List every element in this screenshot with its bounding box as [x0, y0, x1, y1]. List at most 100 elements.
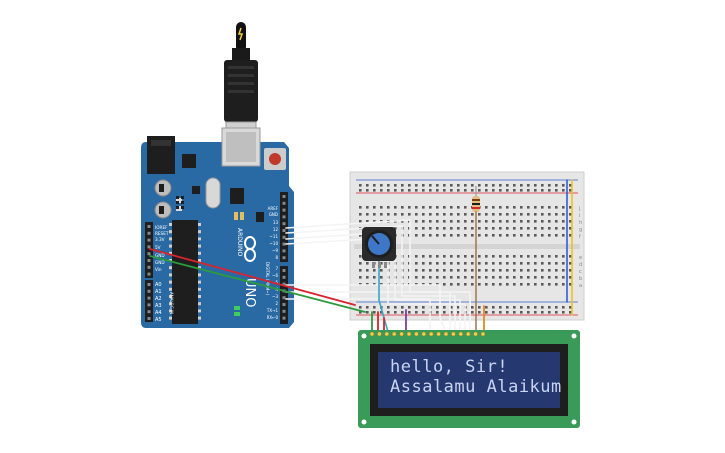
hole	[569, 206, 572, 209]
hole	[562, 306, 565, 309]
lcd-module	[358, 330, 580, 428]
hole	[499, 220, 502, 223]
hole	[373, 184, 376, 187]
hole	[555, 184, 558, 187]
hole	[387, 311, 390, 314]
hole	[443, 262, 446, 265]
hole	[555, 206, 558, 209]
hole	[520, 189, 523, 192]
hole	[457, 213, 460, 216]
hole	[436, 213, 439, 216]
power-pin-labels: IOREF RESET 3.3V 5V GND GND Vin	[155, 225, 169, 272]
hole	[478, 269, 481, 272]
hole	[555, 311, 558, 314]
hole	[415, 255, 418, 258]
digital-header-label: DIGITAL (PWM~)	[265, 262, 270, 296]
hole	[569, 269, 572, 272]
hole	[436, 189, 439, 192]
hole	[429, 213, 432, 216]
hole	[548, 262, 551, 265]
hole	[492, 234, 495, 237]
hole	[471, 184, 474, 187]
hole	[359, 269, 362, 272]
hole	[401, 311, 404, 314]
hole	[520, 184, 523, 187]
hole	[359, 306, 362, 309]
hole	[541, 269, 544, 272]
hole	[443, 255, 446, 258]
hole	[485, 213, 488, 216]
hole	[506, 234, 509, 237]
hole	[534, 189, 537, 192]
row-letter: g	[579, 227, 582, 233]
hole	[513, 276, 516, 279]
hole	[457, 220, 460, 223]
hole	[464, 227, 467, 230]
hole	[387, 306, 390, 309]
lcd-line-2: Assalamu Alaikum	[390, 377, 562, 397]
hole	[359, 189, 362, 192]
hole	[499, 262, 502, 265]
hole	[415, 234, 418, 237]
power-header	[145, 222, 153, 278]
hole	[471, 227, 474, 230]
hole	[541, 311, 544, 314]
hole	[555, 227, 558, 230]
hole	[569, 234, 572, 237]
hole	[520, 255, 523, 258]
hole	[422, 269, 425, 272]
hole	[534, 227, 537, 230]
potentiometer[interactable]	[362, 227, 396, 268]
pin-label: GND	[155, 253, 165, 258]
hole	[555, 262, 558, 265]
hole	[534, 262, 537, 265]
pin-label: ~3	[272, 294, 278, 299]
hole	[485, 220, 488, 223]
hole	[527, 255, 530, 258]
hole	[471, 276, 474, 279]
atmega-chip	[172, 220, 198, 324]
pin-label: RX←0	[267, 315, 279, 320]
hole	[555, 276, 558, 279]
hole	[471, 234, 474, 237]
hole	[457, 311, 460, 314]
hole	[422, 311, 425, 314]
pin-label: TX→1	[266, 308, 279, 313]
hole	[380, 206, 383, 209]
hole	[408, 213, 411, 216]
hole	[513, 184, 516, 187]
hole	[513, 234, 516, 237]
hole	[415, 189, 418, 192]
hole	[422, 189, 425, 192]
arduino-uno-board: ARDUINO UNO DIGITAL (PWM~) ANALOG IN IOR…	[141, 127, 294, 328]
hole	[520, 262, 523, 265]
hole	[415, 227, 418, 230]
hole	[527, 276, 530, 279]
hole	[527, 269, 530, 272]
hole	[513, 220, 516, 223]
hole	[450, 227, 453, 230]
hole	[380, 311, 383, 314]
arduino-brand-label: ARDUINO	[236, 228, 243, 257]
hole	[457, 269, 460, 272]
hole	[534, 184, 537, 187]
hole	[506, 311, 509, 314]
hole	[394, 206, 397, 209]
hole	[506, 220, 509, 223]
hole	[380, 184, 383, 187]
hole	[443, 283, 446, 286]
hole	[541, 213, 544, 216]
analog-header-label: ANALOG IN	[169, 292, 174, 314]
arduino-model-label: UNO	[242, 278, 257, 307]
hole	[436, 184, 439, 187]
hole	[471, 262, 474, 265]
hole	[562, 189, 565, 192]
hole	[366, 262, 369, 265]
hole	[443, 206, 446, 209]
hole	[485, 283, 488, 286]
hole	[408, 206, 411, 209]
row-letter: h	[579, 220, 582, 226]
hole	[534, 311, 537, 314]
hole	[429, 276, 432, 279]
hole	[555, 283, 558, 286]
